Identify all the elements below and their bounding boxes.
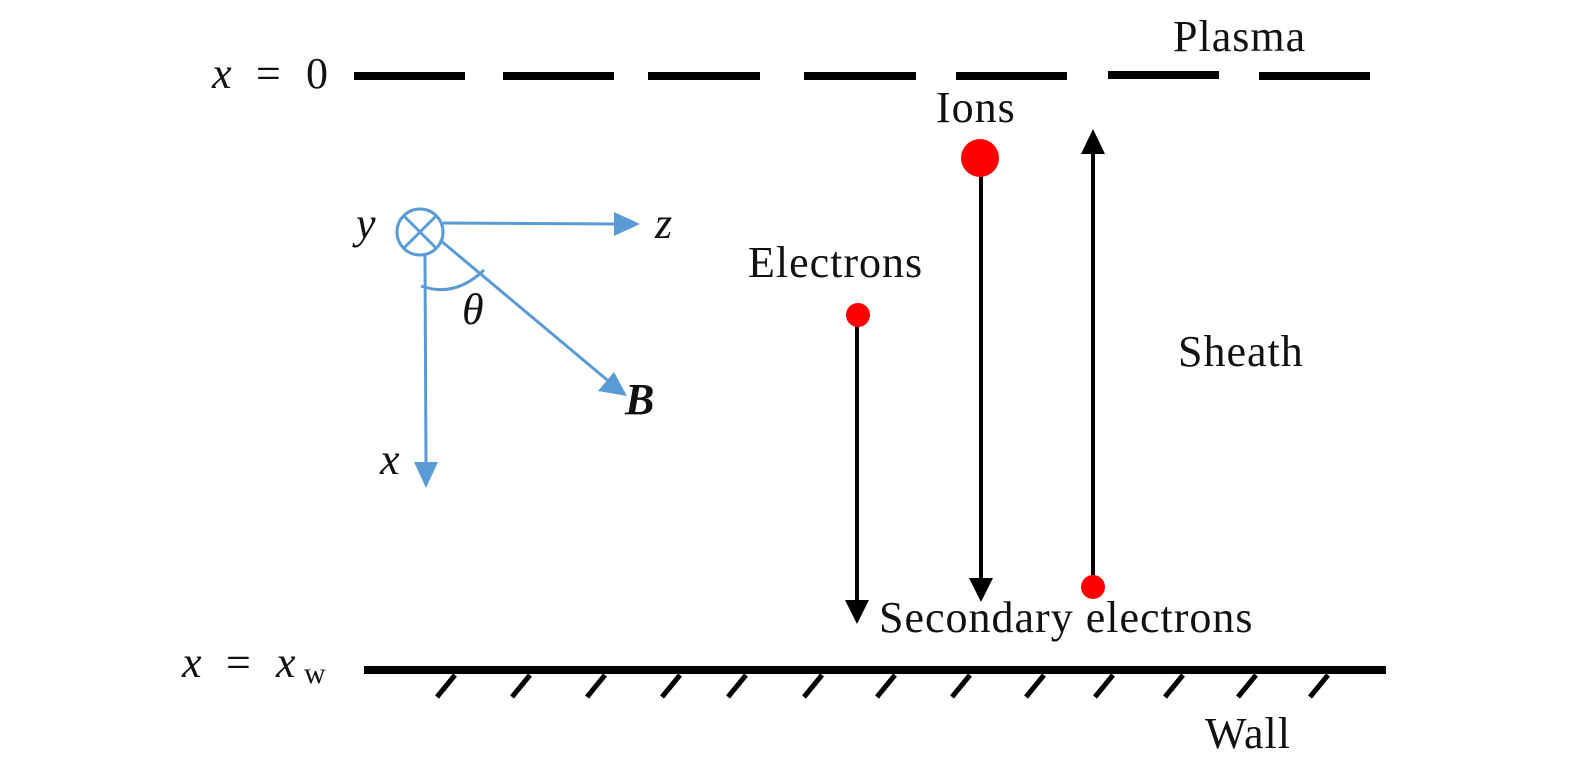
- ion-trajectory: [961, 139, 999, 602]
- y-axis-label: y: [352, 199, 376, 248]
- z-axis-label: z: [654, 199, 672, 248]
- wall-boundary-value: x: [275, 638, 296, 687]
- hatch-mark: [802, 673, 824, 699]
- x-axis-label: x: [379, 435, 400, 484]
- z-axis-line: [442, 221, 619, 226]
- secondary-electron-trajectory: [1081, 129, 1105, 599]
- secondary-electrons-label: Secondary electrons: [879, 593, 1254, 642]
- hatch-mark: [1024, 673, 1046, 699]
- hatch-mark: [1308, 673, 1330, 699]
- x-axis-arrowhead: [414, 462, 438, 488]
- wall-label: Wall: [1205, 709, 1291, 758]
- z-axis-arrowhead: [614, 212, 640, 236]
- y-axis-into-page-icon: [395, 207, 445, 257]
- hatch-mark: [660, 673, 682, 699]
- plasma-boundary-var: x: [211, 49, 232, 98]
- plasma-boundary-value: 0: [306, 49, 328, 98]
- plasma-label: Plasma: [1173, 12, 1306, 61]
- hatch-mark: [1236, 673, 1258, 699]
- dash: [503, 72, 614, 80]
- plasma-boundary-eq: =: [256, 49, 281, 98]
- wall-hatch-marks: [435, 673, 1330, 699]
- wall-boundary-subscript: w: [304, 657, 326, 690]
- plasma-boundary-label: x = 0: [211, 49, 328, 98]
- coordinate-system: [395, 207, 640, 488]
- ions-label: Ions: [936, 83, 1016, 132]
- hatch-mark: [726, 673, 748, 699]
- ion-particle: [961, 139, 999, 177]
- hatch-mark: [1093, 673, 1115, 699]
- hatch-mark: [950, 673, 972, 699]
- wall-boundary-eq: =: [226, 638, 251, 687]
- sheath-label: Sheath: [1178, 327, 1304, 376]
- hatch-mark: [510, 673, 532, 699]
- hatch-mark: [1163, 673, 1185, 699]
- plasma-boundary-line: [354, 71, 1370, 80]
- hatch-mark: [585, 673, 607, 699]
- dash: [1259, 72, 1370, 80]
- theta-label: θ: [462, 285, 484, 334]
- wall-boundary-var: x: [181, 638, 202, 687]
- wall-boundary-label: x = x w: [181, 638, 326, 690]
- dash: [648, 72, 760, 80]
- secondary-electron-particle: [1081, 575, 1105, 599]
- electrons-label: Electrons: [748, 238, 923, 287]
- ion-arrowhead: [969, 578, 993, 602]
- dash: [804, 72, 916, 80]
- b-field-label: B: [624, 375, 654, 424]
- wall-line: [364, 666, 1386, 674]
- dash: [1108, 71, 1219, 79]
- hatch-mark: [435, 673, 457, 699]
- hatch-mark: [875, 673, 897, 699]
- electron-trajectory: [845, 303, 870, 624]
- electron-particle: [846, 303, 870, 327]
- theta-angle-arc: [420, 268, 486, 292]
- x-axis-line: [423, 254, 428, 467]
- dash: [956, 72, 1067, 80]
- dash: [354, 72, 465, 80]
- electron-arrowhead: [845, 600, 869, 624]
- b-field-arrowhead: [598, 372, 627, 396]
- secondary-electron-arrowhead: [1081, 129, 1105, 154]
- b-field-line: [439, 238, 613, 386]
